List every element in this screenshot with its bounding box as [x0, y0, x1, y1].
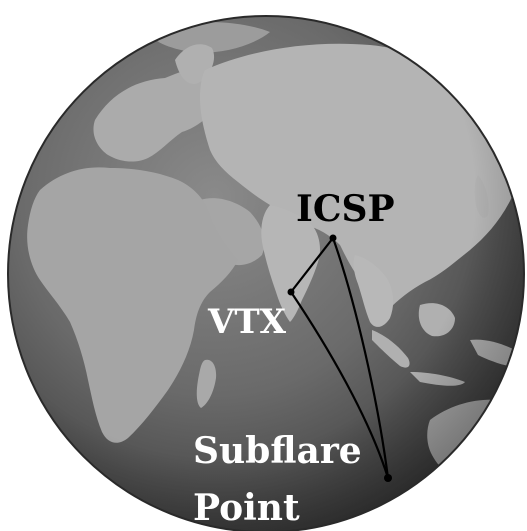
label-icsp: ICSP — [296, 188, 395, 230]
label-subflare: Subflare — [193, 430, 362, 472]
globe-shading — [8, 16, 524, 531]
path-vtx-to-subflare — [290, 291, 390, 479]
label-point: Point — [193, 487, 300, 529]
station-point-icsp — [329, 234, 337, 242]
station-point-vtx — [287, 288, 295, 296]
label-vtx: VTX — [207, 302, 287, 342]
globe-outline — [7, 15, 525, 531]
subflare-point-marker — [384, 474, 392, 482]
path-icsp-to-vtx — [290, 237, 334, 293]
path-icsp-to-subflare — [331, 237, 390, 479]
